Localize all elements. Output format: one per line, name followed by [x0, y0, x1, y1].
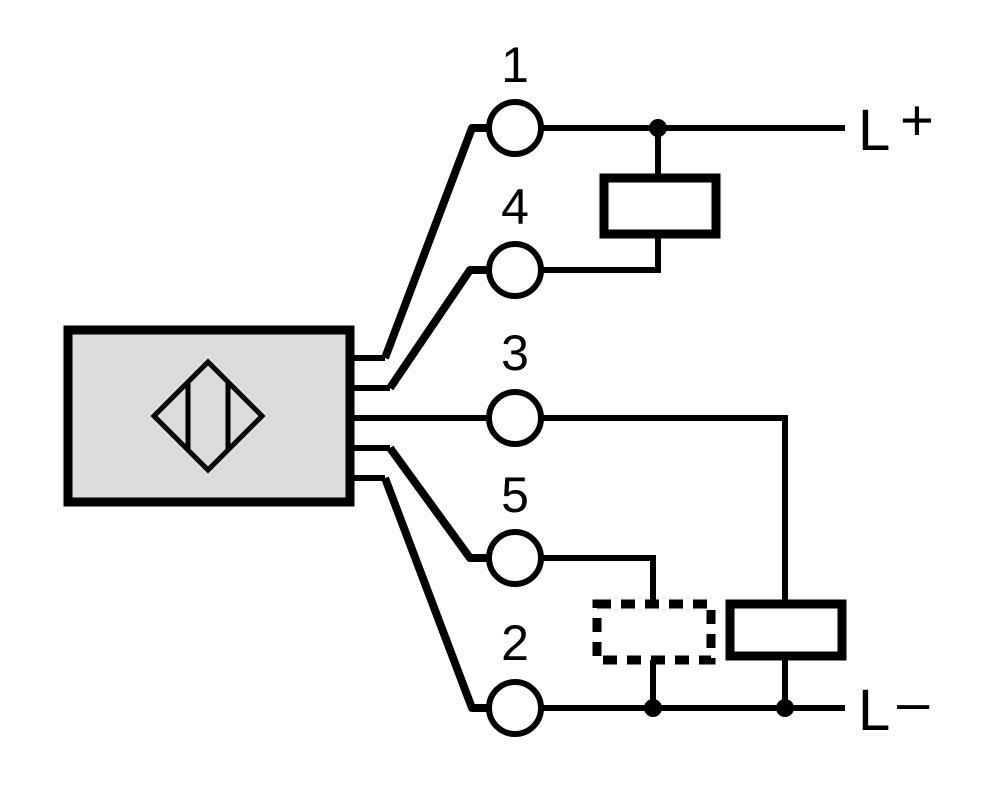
lead-4	[386, 266, 490, 391]
sensor-cable-stubs	[350, 355, 490, 481]
terminal-3-label: 3	[501, 325, 529, 381]
negative-rail-letter: L	[858, 678, 890, 743]
junction-dot	[776, 699, 794, 717]
dashed-optional-load	[592, 599, 716, 665]
positive-rail-letter: L	[858, 98, 890, 163]
lead-1	[381, 124, 490, 360]
terminals	[486, 99, 544, 737]
terminal-2-label: 2	[501, 615, 529, 671]
external-wiring	[541, 125, 845, 711]
terminal-4[interactable]	[486, 241, 544, 299]
upper-load	[599, 173, 721, 239]
terminal-5[interactable]	[486, 529, 544, 587]
lower-load	[725, 599, 847, 661]
inductive-sensor-diamond-icon	[150, 358, 266, 474]
terminal-4-label: 4	[501, 179, 529, 235]
terminal-5-label: 5	[501, 467, 529, 523]
terminal-1[interactable]	[486, 99, 544, 157]
junction-dot	[644, 699, 662, 717]
lead-2	[381, 476, 490, 712]
upper-load-bottom-wire	[541, 234, 661, 273]
sensor-leads	[381, 124, 490, 712]
junction-dot	[649, 119, 667, 137]
terminal-5-wire	[541, 555, 656, 604]
terminal-3[interactable]	[486, 389, 544, 447]
positive-rail-sign: +	[900, 88, 934, 153]
terminal-3-wire	[541, 415, 788, 604]
terminal-1-label: 1	[501, 37, 529, 93]
lead-5	[386, 445, 490, 562]
sensor	[63, 325, 490, 507]
terminal-2[interactable]	[486, 679, 544, 737]
negative-rail-sign: –	[897, 670, 930, 735]
junctions	[644, 119, 794, 717]
sensor-body	[63, 325, 355, 507]
